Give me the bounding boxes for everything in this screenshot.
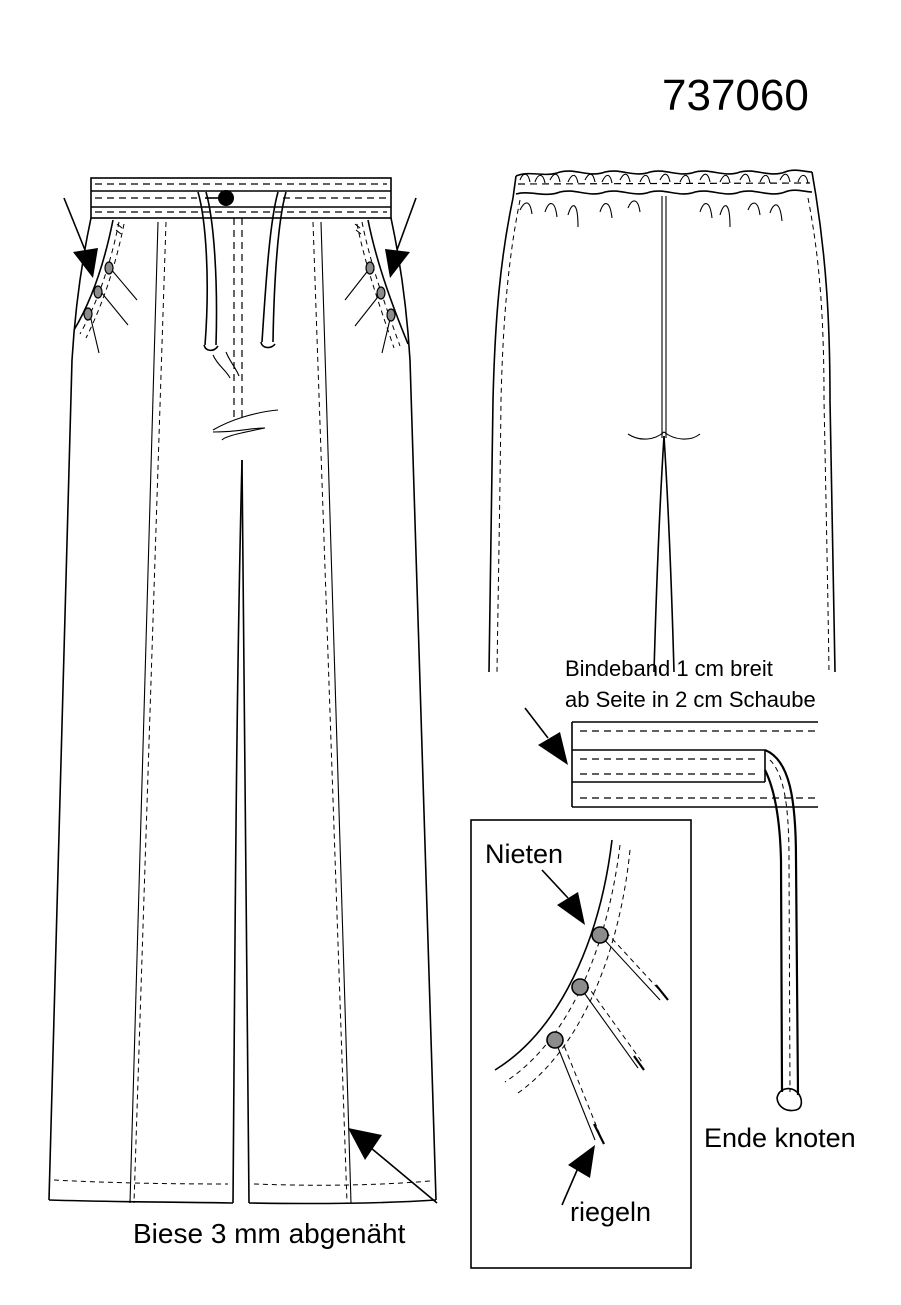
front-drawstrings <box>197 191 287 379</box>
rivet <box>365 261 375 275</box>
arrow-head <box>557 892 585 925</box>
front-view <box>48 177 438 1205</box>
arrow-head <box>73 248 98 278</box>
back-legs <box>488 195 836 673</box>
arrow-head <box>385 249 410 278</box>
rivet <box>546 1031 564 1049</box>
style-number: 737060 <box>662 71 809 120</box>
tie-end-label: Ende knoten <box>704 1123 856 1153</box>
front-left-pocket <box>73 219 138 354</box>
drawstring-detail <box>524 707 818 1112</box>
bartack-label: riegeln <box>570 1197 652 1227</box>
rivet <box>571 978 589 996</box>
rivet <box>386 308 396 322</box>
drawstring-note-line-1: Bindeband 1 cm breit <box>565 656 773 681</box>
back-waistband <box>512 169 817 228</box>
rivet <box>376 286 386 300</box>
rivet-detail-box <box>470 819 692 1269</box>
rivet <box>591 926 609 944</box>
front-fly <box>212 218 279 441</box>
arrow-head <box>568 1145 595 1178</box>
pintuck-label: Biese 3 mm abgenäht <box>133 1218 406 1249</box>
rivet <box>104 261 114 275</box>
waist-button <box>218 190 234 206</box>
pintuck-arrow-head <box>348 1128 382 1160</box>
rivets-label: Nieten <box>485 839 564 869</box>
drawstring-note-line-2: ab Seite in 2 cm Schaube <box>565 687 816 712</box>
rivet <box>83 307 93 321</box>
rivet <box>93 285 103 299</box>
back-view <box>488 169 836 673</box>
front-waistband <box>90 177 392 219</box>
front-arrows <box>63 197 438 1204</box>
front-right-pocket <box>344 219 409 354</box>
arrow-head <box>538 732 568 765</box>
front-legs <box>48 217 437 1205</box>
